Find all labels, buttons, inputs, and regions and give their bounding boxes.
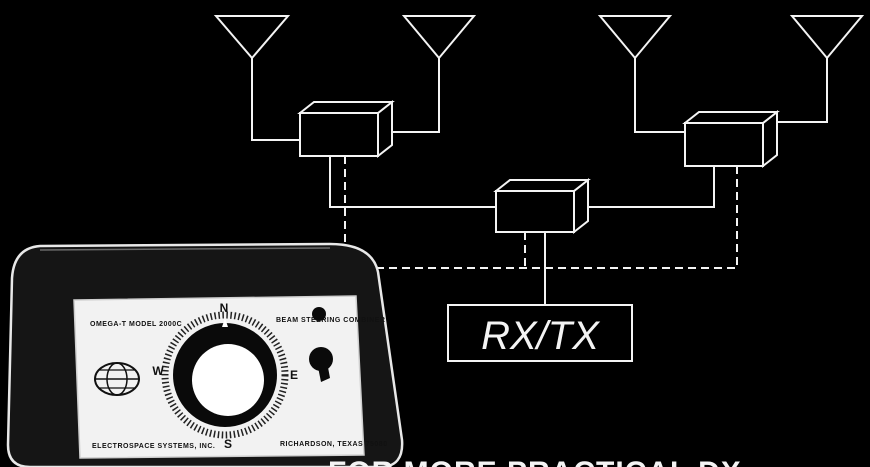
signal-line-right — [588, 166, 714, 207]
antenna-2 — [390, 16, 474, 132]
dial-label-west: W — [152, 364, 164, 378]
antenna-1 — [216, 16, 300, 140]
rxtx-box: RX/TX — [448, 305, 632, 361]
combiner-box-right — [685, 112, 777, 166]
location-label: RICHARDSON, TEXAS 75080 — [280, 441, 388, 448]
maker-label: ELECTROSPACE SYSTEMS, INC. — [92, 443, 215, 450]
antenna-4 — [775, 16, 862, 122]
combiner-box-center — [496, 180, 588, 232]
signal-line-left — [330, 156, 496, 207]
model-label: OMEGA-T MODEL 2000C — [90, 321, 182, 328]
antenna-3 — [600, 16, 685, 132]
dial-label-north: N — [220, 301, 229, 315]
rxtx-label: RX/TX — [481, 314, 600, 358]
dial-label-east: E — [290, 368, 298, 382]
indicator-lamp — [312, 307, 326, 321]
headline-text: ...FOR MORE PRACTICAL DX — [300, 456, 742, 467]
control-unit: OMEGA-T MODEL 2000C BEAM STEERING COMBIN… — [8, 244, 402, 467]
combiner-box-left — [300, 102, 392, 156]
dial-label-south: S — [224, 437, 232, 451]
product-label: BEAM STEERING COMBINER — [276, 317, 385, 324]
